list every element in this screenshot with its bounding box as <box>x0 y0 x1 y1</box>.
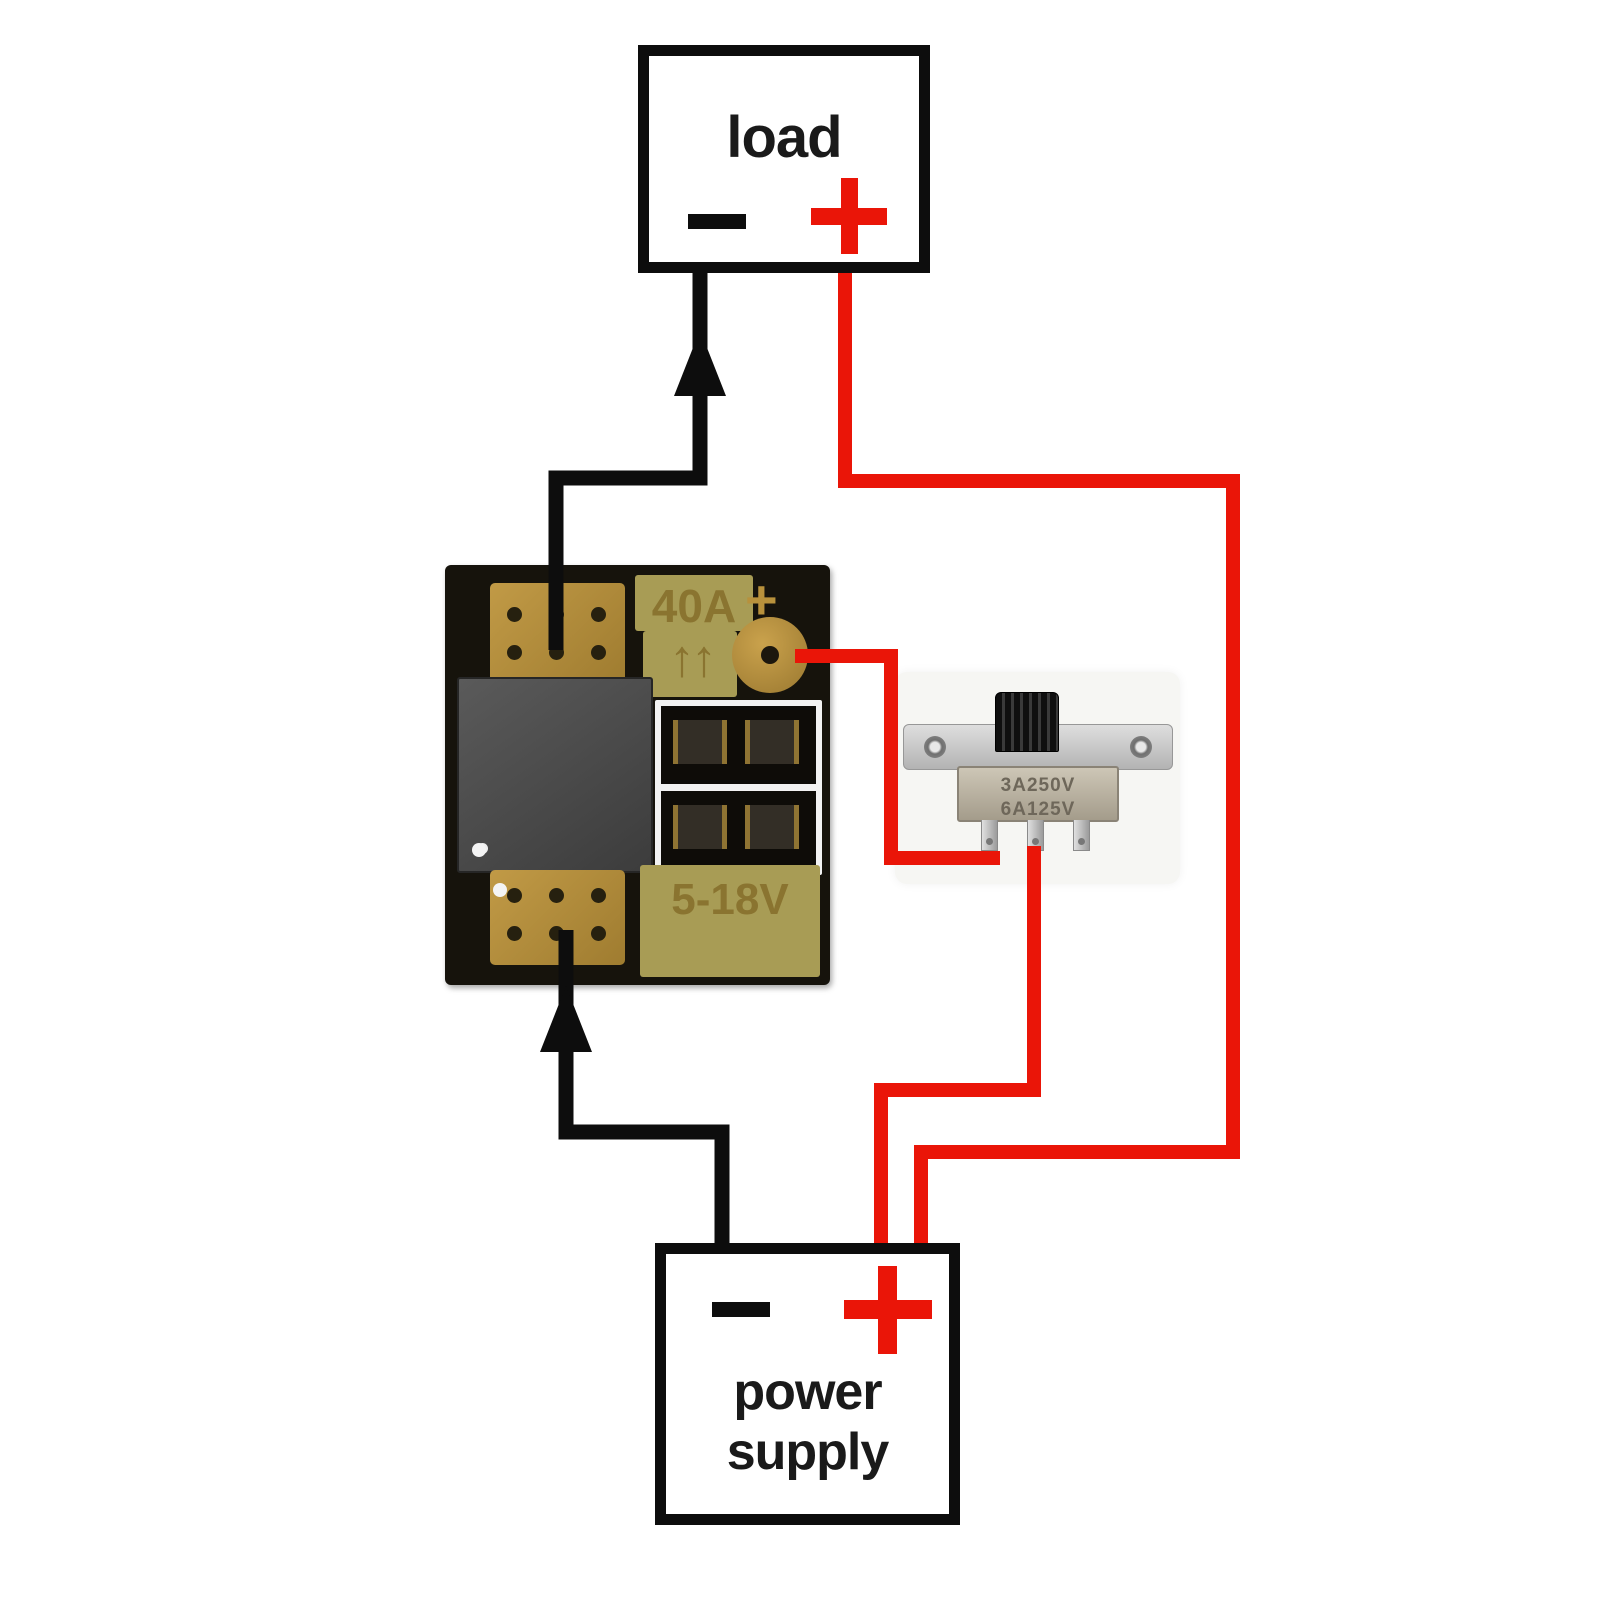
current-arrow-to-module <box>540 986 592 1052</box>
power-supply-negative-terminal <box>712 1302 770 1317</box>
switch-rating-line1: 3A250V <box>1000 775 1076 796</box>
trigger-pad-hole <box>761 646 779 664</box>
wire-load-negative <box>548 268 708 650</box>
smd-resistor <box>673 805 727 849</box>
wire-load-positive <box>838 268 1240 1252</box>
pad-hole <box>591 926 606 941</box>
wire-trigger-to-switch <box>795 649 1000 865</box>
slide-switch: 3A250V 6A125V <box>895 672 1180 884</box>
power-supply-positive-terminal <box>844 1266 932 1354</box>
switch-rating-line2: 6A125V <box>1000 799 1076 820</box>
smd-resistor <box>745 805 799 849</box>
wire-switch-to-powersupply <box>874 846 1041 1252</box>
pcb-marker-dot <box>493 883 507 897</box>
wire-powersupply-negative <box>558 930 730 1252</box>
plus-horizontal <box>811 208 887 225</box>
silkscreen-arrow-patch <box>643 631 737 697</box>
smd-component-row <box>655 785 822 875</box>
smd-resistor <box>673 720 727 764</box>
switch-slider-knob[interactable] <box>995 692 1059 752</box>
load-label: load <box>726 105 842 170</box>
pcb-input-pad <box>490 870 625 965</box>
pin-hole <box>1078 838 1085 845</box>
pcb-current-rating-label: 40A <box>651 580 737 632</box>
switch-pin <box>981 820 998 851</box>
mosfet-chip <box>457 677 653 873</box>
pad-hole <box>591 888 606 903</box>
pcb-marker-dot <box>472 843 486 857</box>
pad-hole <box>549 888 564 903</box>
pcb-voltage-range-label: 5-18V <box>671 875 789 924</box>
pin-hole <box>1032 838 1039 845</box>
pcb-direction-arrows: ↑↑ <box>669 630 717 688</box>
pad-hole <box>507 645 522 660</box>
pad-hole <box>507 888 522 903</box>
pad-hole <box>507 926 522 941</box>
pin-hole <box>986 838 993 845</box>
load-box: load <box>638 45 930 273</box>
silkscreen-voltage-patch <box>640 865 820 977</box>
pad-hole <box>507 607 522 622</box>
load-negative-terminal <box>688 214 746 229</box>
mosfet-switch-module: 40A + ↑↑ 5-18V <box>445 565 830 985</box>
mounting-hole <box>1130 736 1152 758</box>
switch-pin <box>1073 820 1090 851</box>
plus-horizontal <box>844 1300 932 1319</box>
load-positive-terminal <box>811 178 887 254</box>
current-arrow-to-load <box>674 330 726 396</box>
mounting-hole <box>924 736 946 758</box>
pad-hole <box>591 645 606 660</box>
power-supply-box: power supply <box>655 1243 960 1525</box>
smd-component-row <box>655 700 822 790</box>
silkscreen-40a-patch <box>635 575 753 631</box>
smd-resistor <box>745 720 799 764</box>
power-supply-label: power supply <box>726 1363 890 1481</box>
pad-hole <box>591 607 606 622</box>
switch-body: 3A250V 6A125V <box>957 766 1119 822</box>
